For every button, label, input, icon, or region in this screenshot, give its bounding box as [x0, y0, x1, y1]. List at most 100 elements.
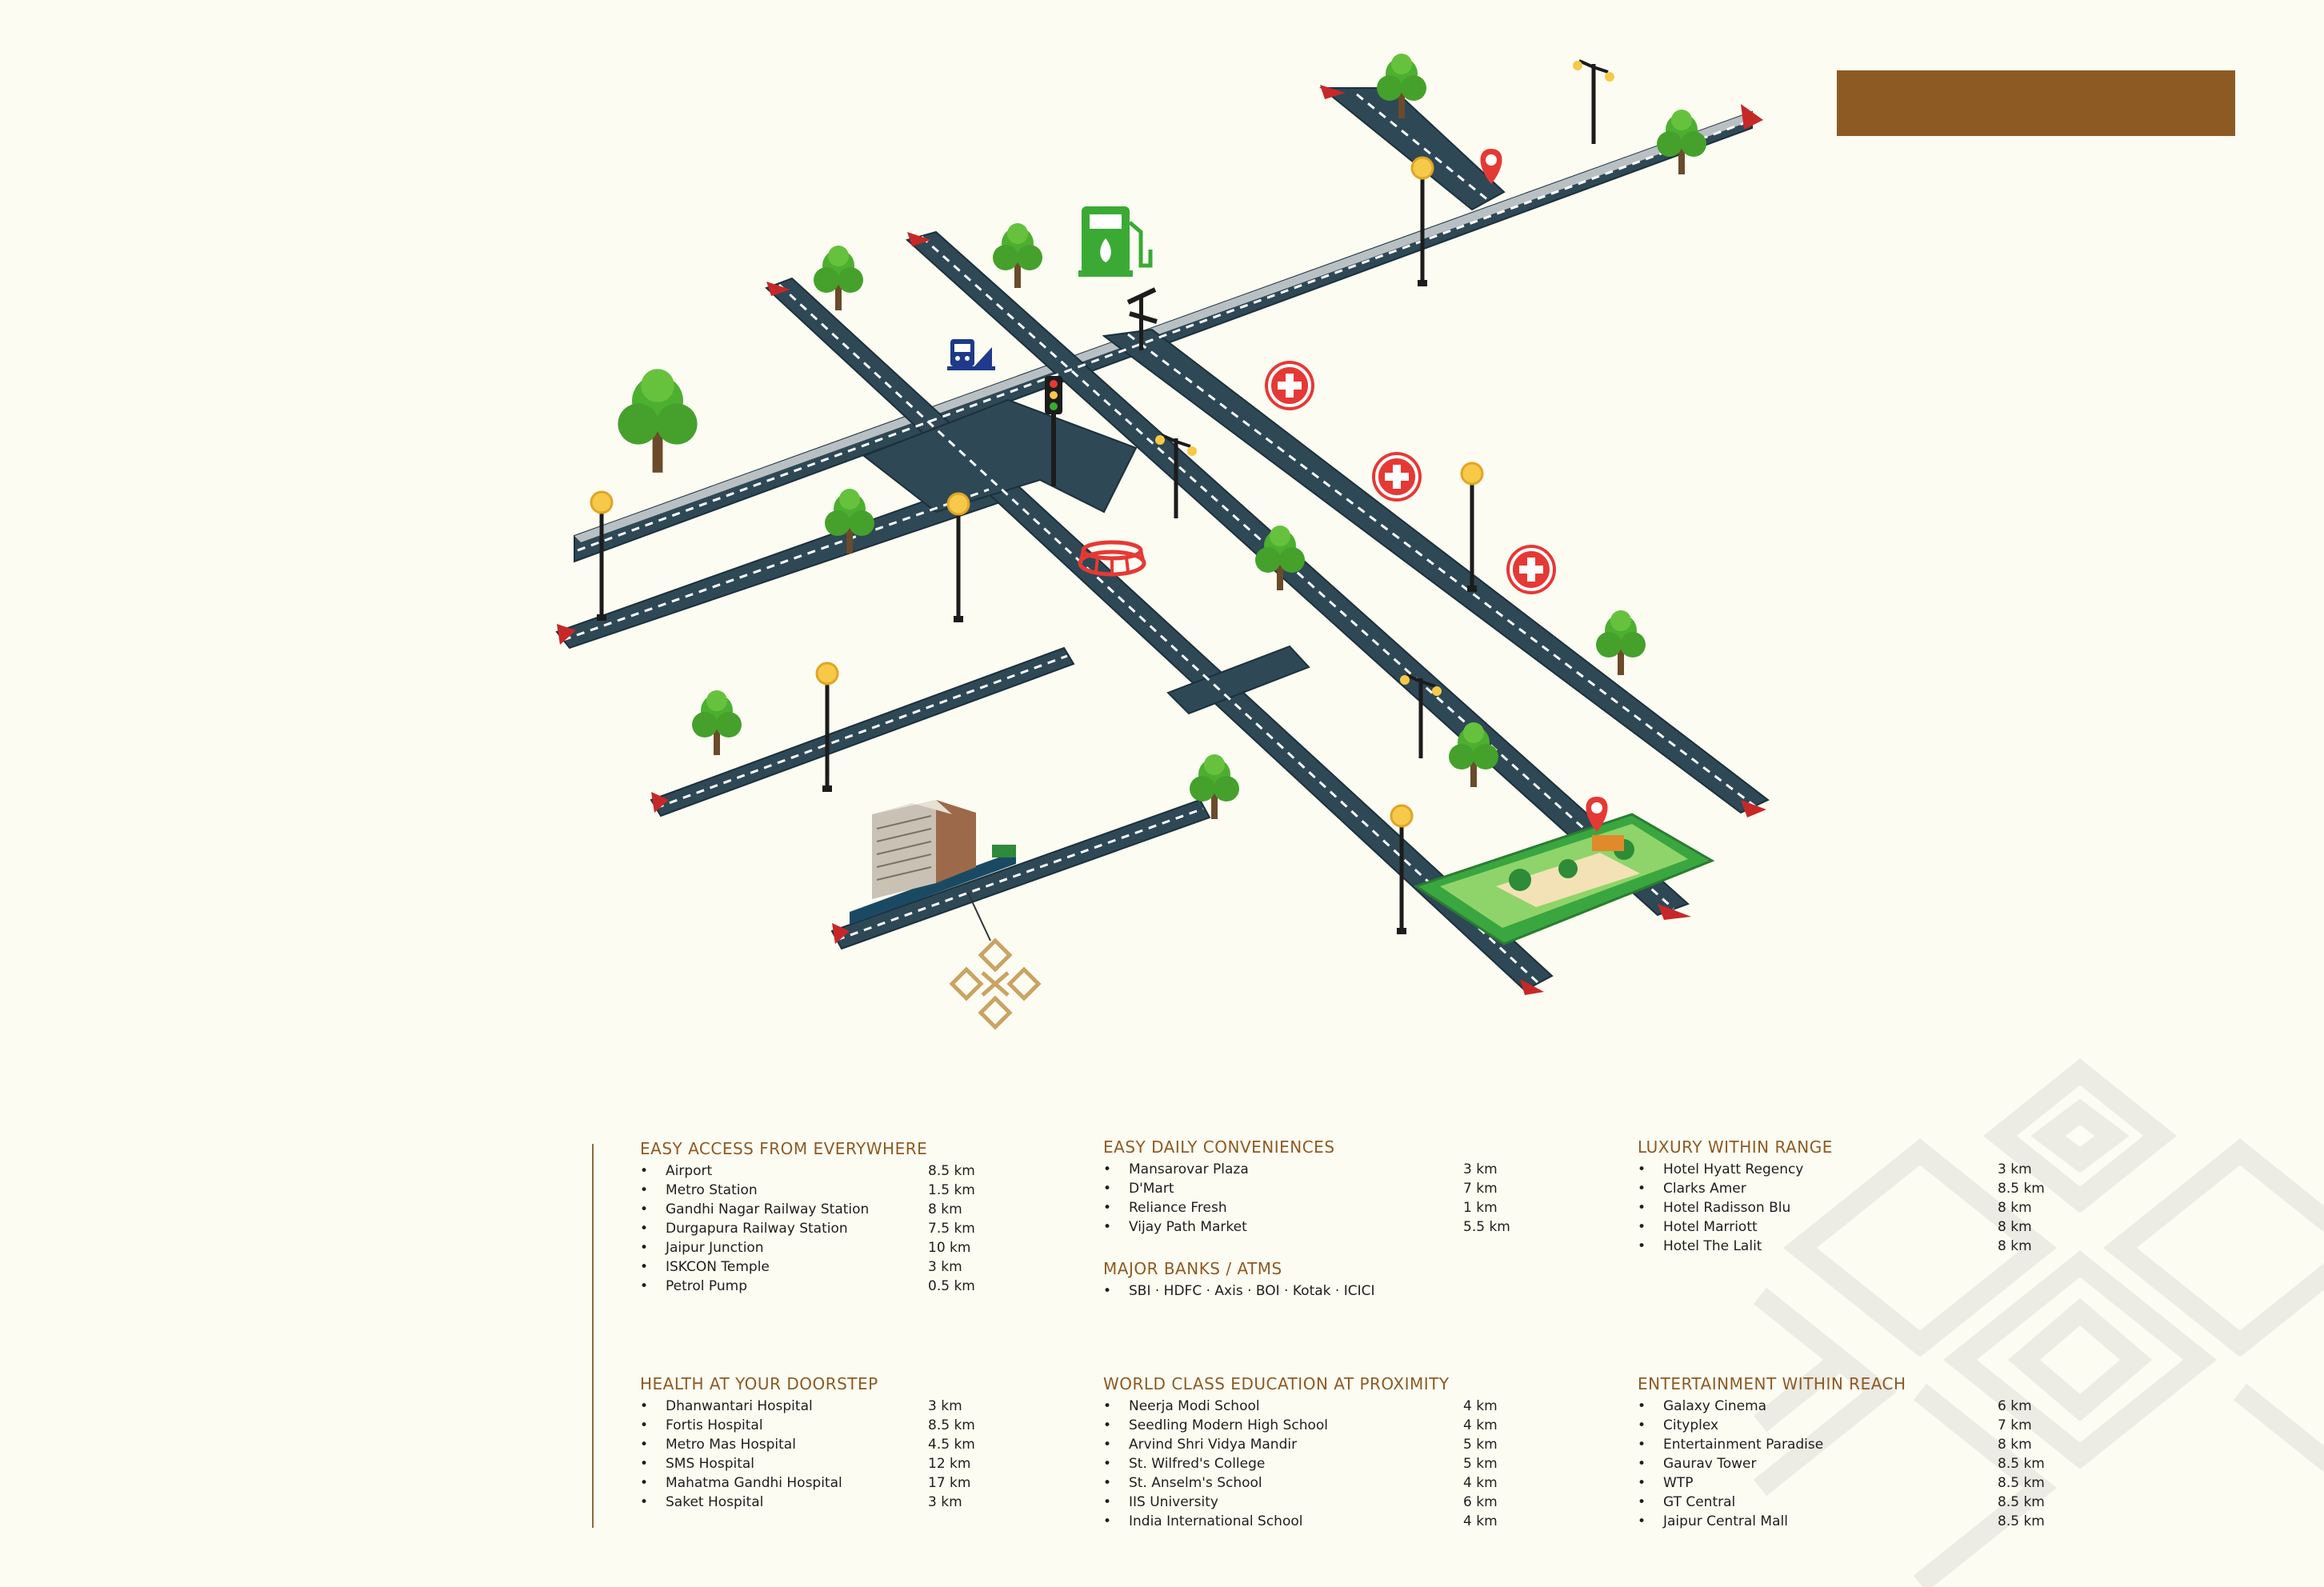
bullet-icon: •	[1103, 1513, 1112, 1529]
list-item: • ISKCON Temple 3 km	[640, 1257, 962, 1277]
place-distance: 5.5 km	[1463, 1219, 1510, 1235]
section-luxury: LUXURY WITHIN RANGE •Hotel Hyatt Regency…	[1638, 1137, 2045, 1256]
bullet-icon: •	[640, 1475, 649, 1491]
place-name: Gandhi Nagar Railway Station	[666, 1201, 870, 1217]
list-item: • Mahatma Gandhi Hospital 17 km	[640, 1473, 970, 1493]
place-distance: 7 km	[1463, 1181, 1498, 1197]
place-distance: 17 km	[928, 1475, 971, 1491]
place-name: Entertainment Paradise	[1663, 1437, 1824, 1453]
bullet-icon: •	[1638, 1161, 1646, 1177]
place-name: Mahatma Gandhi Hospital	[666, 1475, 842, 1491]
place-distance: 3 km	[1998, 1161, 2032, 1177]
place-distance: 0.5 km	[928, 1278, 975, 1294]
bullet-icon: •	[1638, 1437, 1646, 1453]
place-name: Metro Mas Hospital	[666, 1437, 796, 1453]
section-title: MAJOR BANKS / ATMS	[1103, 1259, 1282, 1278]
bullet-icon: •	[1103, 1200, 1112, 1216]
building-icon	[850, 800, 1016, 925]
bullet-icon: •	[1103, 1437, 1112, 1453]
bullet-icon: •	[1103, 1283, 1112, 1299]
place-name: Reliance Fresh	[1129, 1200, 1227, 1216]
section-education: WORLD CLASS EDUCATION AT PROXIMITY •Neer…	[1103, 1374, 1498, 1531]
place-distance: 8 km	[928, 1201, 962, 1217]
bullet-icon: •	[640, 1494, 649, 1510]
bullet-icon: •	[1103, 1161, 1112, 1177]
place-name: WTP	[1663, 1475, 1694, 1491]
place-distance: 8.5 km	[1998, 1181, 2045, 1197]
bullet-icon: •	[640, 1456, 649, 1472]
bullet-icon: •	[1103, 1494, 1112, 1510]
place-name: Neerja Modi School	[1129, 1398, 1260, 1414]
place-name: India International School	[1129, 1513, 1303, 1529]
stadium-icon	[1078, 540, 1146, 577]
bullet-icon: •	[1638, 1238, 1646, 1254]
title-bar	[1837, 70, 2235, 136]
place-name: Gaurav Tower	[1663, 1456, 1757, 1472]
bullet-icon: •	[1103, 1475, 1112, 1491]
section-divider	[592, 1144, 594, 1528]
place-name: Hotel Radisson Blu	[1663, 1200, 1791, 1216]
place-name: St. Wilfred's College	[1129, 1456, 1266, 1472]
section-title: EASY DAILY CONVENIENCES	[1103, 1137, 1335, 1157]
bullet-icon: •	[1638, 1398, 1646, 1414]
place-name: Hotel The Lalit	[1663, 1238, 1762, 1254]
place-distance: 5 km	[1463, 1456, 1498, 1472]
place-distance: 1 km	[1463, 1200, 1498, 1216]
list-item: • Reliance Fresh 1 km	[1103, 1198, 1498, 1217]
bullet-icon: •	[1638, 1219, 1646, 1235]
bullet-icon: •	[640, 1278, 649, 1294]
section-daily-conveniences: EASY DAILY CONVENIENCES •Mansarovar Plaz…	[1103, 1137, 1510, 1237]
place-name: Saket Hospital	[666, 1494, 764, 1510]
section-list: •SBI · HDFC · Axis · BOI · Kotak · ICICI	[1103, 1281, 1375, 1301]
bullet-icon: •	[1638, 1475, 1646, 1491]
section-entertainment: ENTERTAINMENT WITHIN REACH •Galaxy Cinem…	[1638, 1374, 2045, 1531]
place-distance: 8.5 km	[1998, 1513, 2045, 1529]
hospital-icon	[1263, 359, 1316, 412]
bullet-icon: •	[640, 1221, 649, 1237]
bullet-icon: •	[1638, 1200, 1646, 1216]
place-distance: 3 km	[928, 1494, 962, 1510]
place-name: GT Central	[1663, 1494, 1736, 1510]
place-distance: 4 km	[1463, 1398, 1498, 1414]
place-distance: 4 km	[1463, 1475, 1498, 1491]
place-distance: 8 km	[1998, 1437, 2032, 1453]
bullet-icon: •	[640, 1417, 649, 1433]
bullet-icon: •	[640, 1259, 649, 1275]
bullet-icon: •	[1103, 1181, 1112, 1197]
place-name: Arvind Shri Vidya Mandir	[1129, 1437, 1298, 1453]
place-name: Jaipur Central Mall	[1663, 1513, 1788, 1529]
place-distance: 3 km	[928, 1259, 962, 1275]
hospital-icon	[1505, 543, 1558, 596]
place-distance: 3 km	[1463, 1161, 1498, 1177]
list-item: • St. Anselm's School 4 km	[1103, 1473, 1498, 1493]
signpost-icon	[1126, 287, 1158, 350]
list-item: • Saket Hospital 3 km	[640, 1493, 962, 1512]
place-name: ISKCON Temple	[666, 1259, 770, 1275]
place-name: St. Anselm's School	[1129, 1475, 1262, 1491]
bullet-icon: •	[1103, 1219, 1112, 1235]
bullet-icon: •	[1638, 1417, 1646, 1433]
hospital-icon	[1370, 450, 1423, 503]
location-map	[555, 54, 1770, 1030]
place-name: Fortis Hospital	[666, 1417, 763, 1433]
place-distance: 8 km	[1998, 1219, 2032, 1235]
bullet-icon: •	[1638, 1456, 1646, 1472]
bullet-icon: •	[640, 1201, 649, 1217]
